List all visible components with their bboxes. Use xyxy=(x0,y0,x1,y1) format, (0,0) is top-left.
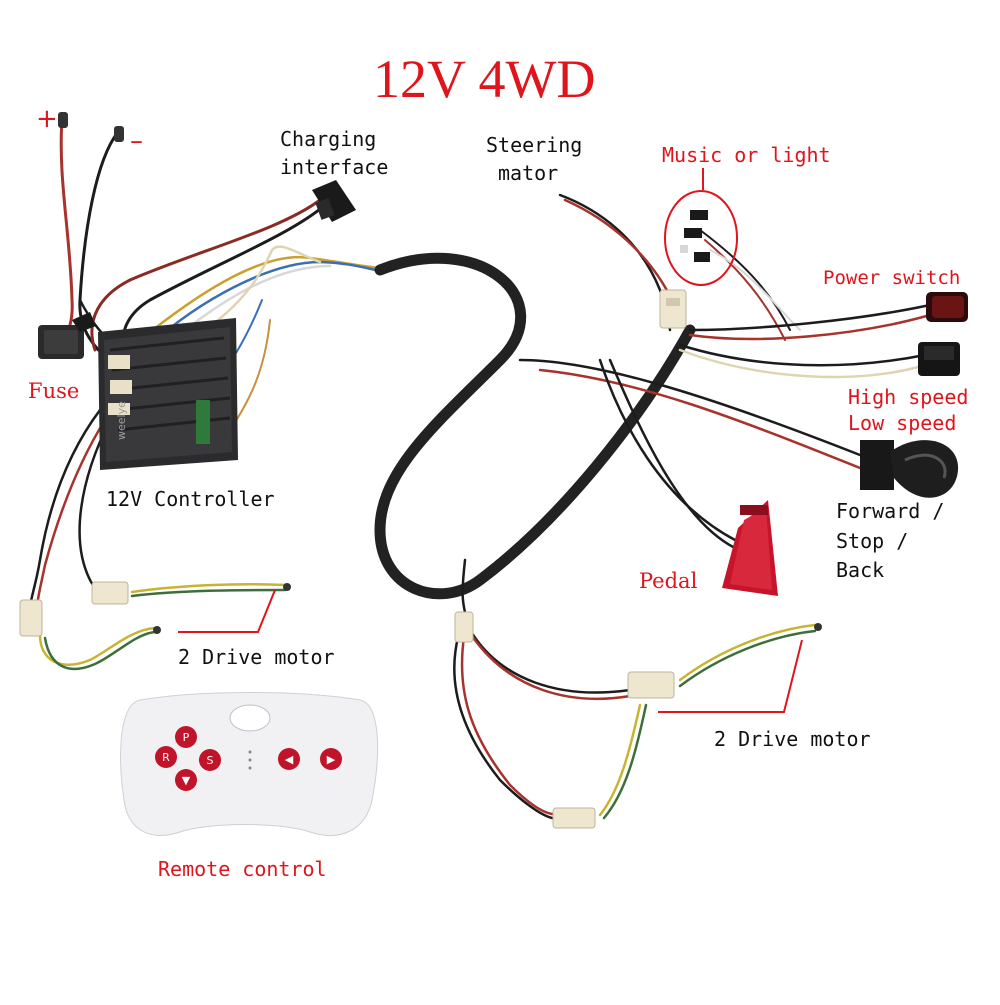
controller-label: 12V Controller xyxy=(106,487,275,511)
diagram-title: 12V 4WD xyxy=(373,49,596,109)
plus-terminal xyxy=(58,112,68,128)
steering-label-1: Steering xyxy=(486,133,583,157)
main-harness xyxy=(374,252,696,600)
steering-connector xyxy=(659,289,687,329)
music-connectors xyxy=(664,168,738,286)
fuse-label: Fuse xyxy=(28,379,80,403)
fuse xyxy=(38,312,96,359)
direction-label-2: Stop / xyxy=(836,529,909,553)
direction-label-1: Forward / xyxy=(836,499,945,523)
controller-brand: weelye xyxy=(115,401,128,440)
remote-control: P R S ◀ ▶ ▼ xyxy=(120,692,378,836)
remote-button-left: ◀ xyxy=(285,753,294,766)
remote-button-down: ▼ xyxy=(182,774,191,787)
wire-group xyxy=(28,116,932,820)
low-speed-label: Low speed xyxy=(848,411,957,435)
remote-buttons: P R S ◀ ▶ ▼ xyxy=(155,726,342,791)
minus-sign: – xyxy=(130,126,143,156)
power-switch-label: Power switch xyxy=(823,267,961,289)
charging-port xyxy=(312,180,356,222)
charging-label-2: interface xyxy=(280,155,389,179)
battery-plus-wire xyxy=(58,116,74,352)
minus-terminal xyxy=(114,126,124,142)
steering-label-2: mator xyxy=(498,161,559,185)
battery-terminals xyxy=(58,112,124,142)
high-speed-label: High speed xyxy=(848,385,969,409)
plus-sign: + xyxy=(36,104,58,134)
remote-dot xyxy=(248,750,252,754)
speed-switch xyxy=(918,342,960,376)
remote-button-s: S xyxy=(207,754,214,767)
drive-motor-left-label: 2 Drive motor xyxy=(178,645,335,669)
remote-button-r: R xyxy=(162,751,170,764)
pedal-label: Pedal xyxy=(639,569,698,593)
gear-shifter xyxy=(860,440,959,498)
remote-button-right: ▶ xyxy=(327,753,336,766)
remote-button-p: P xyxy=(183,731,190,744)
pointer-lines xyxy=(178,589,803,713)
drive-motor-right-label: 2 Drive motor xyxy=(714,727,871,751)
music-light-label: Music or light xyxy=(662,143,831,167)
power-switch xyxy=(926,292,968,322)
charging-label-1: Charging xyxy=(280,127,377,151)
controller-box: weelye xyxy=(98,318,238,470)
pedal xyxy=(722,500,778,596)
connector-group xyxy=(19,581,675,829)
direction-label-3: Back xyxy=(836,558,885,582)
motor-plugs xyxy=(153,583,822,634)
charging-wire xyxy=(90,198,322,352)
remote-control-label: Remote control xyxy=(158,857,327,881)
remote-power-button xyxy=(229,704,271,732)
